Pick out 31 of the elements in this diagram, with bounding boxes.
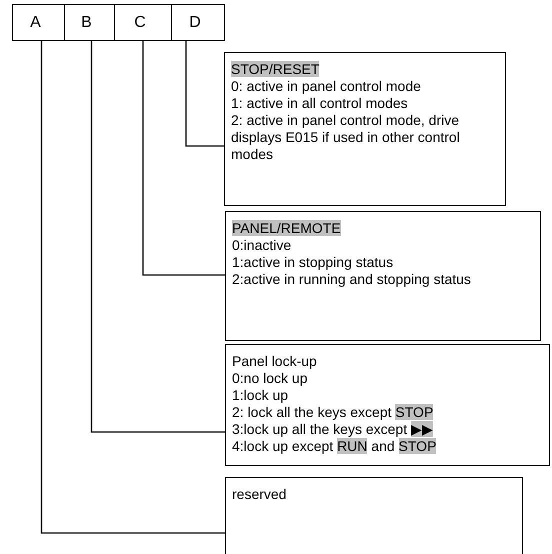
heading: STOP/RESET — [231, 61, 320, 78]
option-text: reserved — [232, 486, 288, 503]
option-text: 0:inactive — [232, 237, 292, 254]
option-text: 2: active in panel control mode, drive displays E015 if used in other control modes — [231, 112, 461, 163]
column-letter: C — [134, 14, 147, 32]
table-cell — [114, 4, 172, 41]
column-letter: A — [30, 14, 42, 32]
table-cell — [12, 4, 65, 41]
column-letter: B — [81, 14, 93, 32]
description-box — [224, 52, 506, 206]
option-text: 0: active in panel control mode — [231, 78, 422, 95]
option-text: 2:active in running and stopping status — [232, 271, 472, 288]
option-text: 1:lock up — [232, 387, 290, 404]
leader-line — [90, 41, 225, 433]
option-text: 3:lock up all the keys except ▶▶ — [232, 421, 434, 438]
table-cell — [64, 4, 115, 41]
option-text: 1:active in stopping status — [232, 254, 394, 271]
description-box — [225, 477, 523, 554]
option-text: 0:no lock up — [232, 370, 308, 387]
description-box — [225, 344, 550, 466]
column-letter: D — [189, 14, 202, 32]
leader-line — [142, 41, 225, 276]
option-text: 2: lock all the keys except STOP — [232, 404, 434, 421]
description-box — [225, 211, 541, 341]
table-cell — [171, 4, 225, 41]
option-text: 4:lock up except RUN and STOP — [232, 438, 438, 455]
option-text: 1: active in all control modes — [231, 95, 409, 112]
heading: Panel lock-up — [232, 353, 318, 370]
heading: PANEL/REMOTE — [232, 220, 342, 237]
leader-line — [40, 41, 225, 534]
leader-line — [185, 41, 224, 147]
